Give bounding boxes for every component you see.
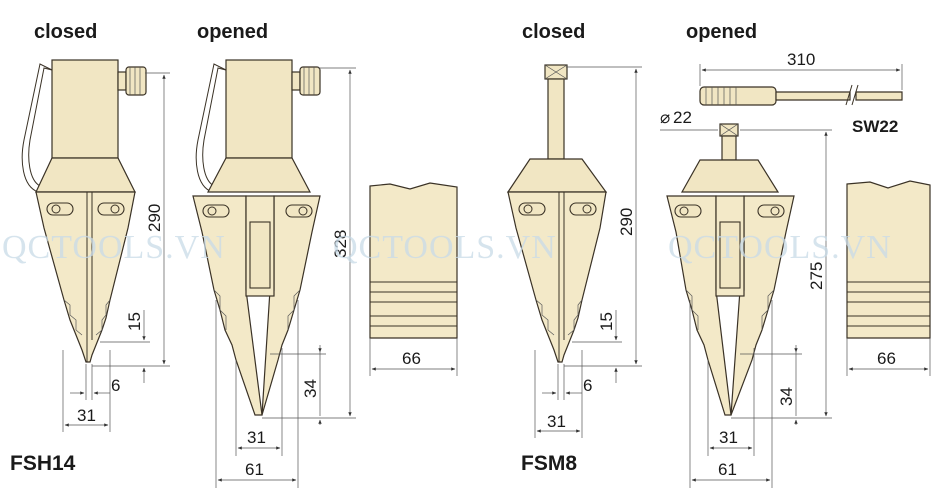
dim-fsh-height: 290 bbox=[145, 204, 164, 232]
header-fsm-opened: opened bbox=[686, 21, 757, 43]
header-fsm-closed: closed bbox=[522, 21, 585, 43]
dim-fsh-width: 31 bbox=[77, 406, 96, 425]
watermark-2: QCTOOLS.VN bbox=[333, 229, 557, 266]
watermark-3: QCTOOLS.VN bbox=[668, 229, 892, 266]
fsm-closed-drawing: 290 15 6 31 bbox=[506, 64, 642, 438]
dim-fsm-open-outer: 61 bbox=[718, 460, 737, 479]
dim-fsh-tip: 15 bbox=[125, 312, 144, 331]
dim-fsm-width: 31 bbox=[547, 412, 566, 431]
dim-fsh-side-width: 66 bbox=[402, 349, 421, 368]
dim-fsm-height: 290 bbox=[617, 208, 636, 236]
dim-fsh-open-height: 328 bbox=[331, 230, 350, 258]
model-fsh: FSH14 bbox=[10, 452, 76, 475]
dim-fsh-open-inner: 31 bbox=[247, 428, 266, 447]
header-fsh-closed: closed bbox=[34, 21, 97, 43]
fsm-opened-drawing: 310 SW22 ⌀ 22 275 34 bbox=[660, 50, 903, 488]
fsm-side-view: 66 bbox=[846, 180, 931, 376]
dim-fsm-wrench-length: 310 bbox=[787, 50, 815, 69]
watermark-1: QCTOOLS.VN bbox=[2, 229, 226, 266]
dim-fsm-open-tip: 34 bbox=[777, 387, 796, 406]
dim-fsm-drive: 22 bbox=[673, 108, 692, 127]
dim-fsm-open-inner: 31 bbox=[719, 428, 738, 447]
fsh-closed-drawing: 290 15 6 31 bbox=[21, 59, 170, 432]
fsh-side-view: 66 bbox=[369, 182, 458, 376]
header-fsh-opened: opened bbox=[197, 21, 268, 43]
diameter-icon: ⌀ bbox=[660, 108, 670, 127]
dim-fsh-tip-width: 6 bbox=[111, 376, 120, 395]
dim-fsm-tip: 15 bbox=[597, 312, 616, 331]
dim-fsm-tip-width: 6 bbox=[583, 376, 592, 395]
dim-fsh-open-tip: 34 bbox=[301, 379, 320, 398]
dim-fsh-open-outer: 61 bbox=[245, 460, 264, 479]
model-fsm: FSM8 bbox=[521, 452, 577, 475]
fsh-opened-drawing: 328 34 31 61 bbox=[192, 59, 356, 488]
dim-fsm-open-height: 275 bbox=[807, 262, 826, 290]
dim-fsm-side-width: 66 bbox=[877, 349, 896, 368]
label-fsm-wrench: SW22 bbox=[852, 117, 898, 136]
